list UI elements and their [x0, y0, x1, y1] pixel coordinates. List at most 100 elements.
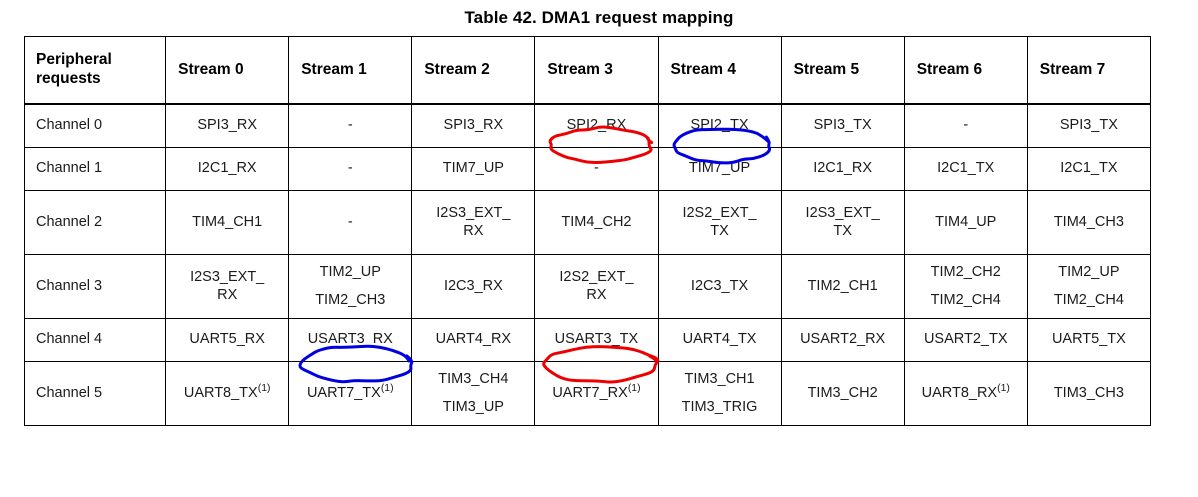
page-title: Table 42. DMA1 request mapping: [464, 8, 734, 27]
cell-channel-1-stream-5: I2C1_RX: [780, 147, 905, 191]
cell-channel-5-stream-6: UART8_RX(1): [903, 361, 1028, 426]
cell-line: I2S3_EXT_: [190, 268, 265, 285]
row-header-channel-4: Channel 4: [23, 318, 167, 362]
footnote-marker: (1): [997, 383, 1010, 395]
cell-channel-3-stream-1: TIM2_UP TIM2_CH3: [288, 254, 413, 319]
cell-line: RX: [217, 287, 238, 303]
cell-channel-3-stream-4: I2C3_TX: [657, 254, 782, 319]
cell-line: TIM2_CH4: [930, 292, 1001, 308]
column-header-stream-5: Stream 5: [780, 36, 905, 105]
footnote-marker: (1): [257, 383, 271, 395]
cell-channel-2-stream-4: I2S2_EXT_ TX: [657, 190, 782, 255]
cell-channel-1-stream-3: -: [534, 147, 659, 191]
cell-channel-2-stream-1: -: [288, 190, 413, 255]
cell-line: TIM2_UP: [319, 263, 381, 280]
cell-channel-0-stream-5: SPI3_TX: [780, 103, 905, 148]
cell-lines: I2S3_EXT_ RX: [172, 269, 282, 304]
cell-line: RX: [463, 223, 484, 239]
row-header-channel-2: Channel 2: [23, 190, 167, 255]
cell-channel-1-stream-2: TIM7_UP: [411, 147, 536, 191]
cell-line: I2S3_EXT_: [805, 204, 880, 221]
cell-channel-4-stream-3: USART3_TX: [534, 318, 659, 362]
cell-line: RX: [586, 287, 607, 303]
cell-line: TIM3_CH4: [438, 370, 509, 387]
cell-channel-2-stream-5: I2S3_EXT_TX: [780, 190, 905, 255]
cell-lines: I2S2_EXT_ TX: [665, 205, 775, 240]
cell-channel-5-stream-1: UART7_TX(1): [288, 361, 413, 426]
cell-channel-4-stream-0: UART5_RX: [165, 318, 290, 362]
cell-channel-5-stream-5: TIM3_CH2: [780, 361, 905, 426]
cell-line: I2S2_EXT_: [682, 204, 757, 221]
cell-channel-4-stream-4: UART4_TX: [657, 318, 782, 362]
cell-line: TIM2_UP: [1058, 263, 1120, 280]
cell-channel-0-stream-0: SPI3_RX: [165, 103, 290, 148]
cell-line: I2S3_EXT_: [436, 204, 511, 221]
cell-channel-2-stream-7: TIM4_CH3: [1026, 190, 1152, 255]
cell-channel-4-stream-2: UART4_RX: [411, 318, 536, 362]
cell-channel-1-stream-0: I2C1_RX: [165, 147, 290, 191]
column-header-stream-0: Stream 0: [165, 36, 290, 105]
cell-channel-1-stream-4: TIM7_UP: [657, 147, 782, 191]
cell-line: TIM3_TRIG: [681, 399, 758, 415]
cell-channel-2-stream-2: I2S3_EXT_ RX: [411, 190, 536, 255]
cell-line: TIM3_CH1: [684, 370, 755, 387]
cell-lines: I2S2_EXT_ RX: [541, 269, 651, 304]
cell-channel-5-stream-7: TIM3_CH3: [1026, 361, 1152, 426]
column-header-stream-4: Stream 4: [657, 36, 782, 105]
cell-line: I2S2_EXT_: [559, 268, 634, 285]
row-header-channel-5: Channel 5: [23, 361, 167, 426]
row-header-channel-1: Channel 1: [23, 147, 167, 191]
row-header-channel-3: Channel 3: [23, 254, 167, 319]
row-header-channel-0: Channel 0: [23, 103, 167, 148]
cell-channel-4-stream-6: USART2_TX: [903, 318, 1028, 362]
column-header-stream-6: Stream 6: [903, 36, 1028, 105]
cell-lines: TIM2_UP TIM2_CH3: [295, 264, 405, 309]
cell-channel-4-stream-1: USART3_RX: [288, 318, 413, 362]
cell-channel-5-stream-0: UART8_TX(1): [165, 361, 290, 426]
cell-line: TIM3_UP: [442, 399, 504, 415]
cell-channel-2-stream-0: TIM4_CH1: [165, 190, 290, 255]
cell-channel-1-stream-1: -: [288, 147, 413, 191]
cell-channel-3-stream-0: I2S3_EXT_ RX: [165, 254, 290, 319]
cell-channel-0-stream-6: -: [903, 103, 1028, 148]
cell-channel-3-stream-3: I2S2_EXT_ RX: [534, 254, 659, 319]
footnote-marker: (1): [627, 383, 641, 395]
column-header-stream-1: Stream 1: [288, 36, 413, 105]
table-row: Channel 3 I2S3_EXT_ RX TIM2_UP TIM2_CH3 I2C3_…: [23, 254, 1152, 319]
cell-channel-2-stream-3: TIM4_CH2: [534, 190, 659, 255]
cell-lines: I2S3_EXT_ RX: [418, 205, 528, 240]
cell-channel-4-stream-7: UART5_TX: [1026, 318, 1152, 362]
cell-lines: I2S3_EXT_TX: [788, 205, 898, 240]
column-header-stream-2: Stream 2: [411, 36, 536, 105]
cell-channel-3-stream-5: TIM2_CH1: [780, 254, 905, 319]
cell-line: TIM2_CH4: [1053, 292, 1124, 308]
cell-channel-3-stream-2: I2C3_RX: [411, 254, 536, 319]
cell-channel-1-stream-6: I2C1_TX: [903, 147, 1028, 191]
column-header-peripheral-requests: Peripheral requests: [23, 36, 167, 105]
cell-channel-0-stream-2: SPI3_RX: [411, 103, 536, 148]
cell-line: TIM2_CH2: [930, 263, 1001, 280]
cell-channel-4-stream-5: USART2_RX: [780, 318, 905, 362]
footnote-marker: (1): [380, 383, 394, 395]
cell-channel-3-stream-7: TIM2_UP TIM2_CH4: [1026, 254, 1152, 319]
cell-line: TX: [710, 223, 729, 239]
cell-line: TIM2_CH3: [315, 292, 386, 308]
cell-channel-0-stream-3: SPI2_RX: [534, 103, 659, 148]
cell-channel-0-stream-7: SPI3_TX: [1026, 103, 1152, 148]
cell-channel-2-stream-6: TIM4_UP: [903, 190, 1028, 255]
